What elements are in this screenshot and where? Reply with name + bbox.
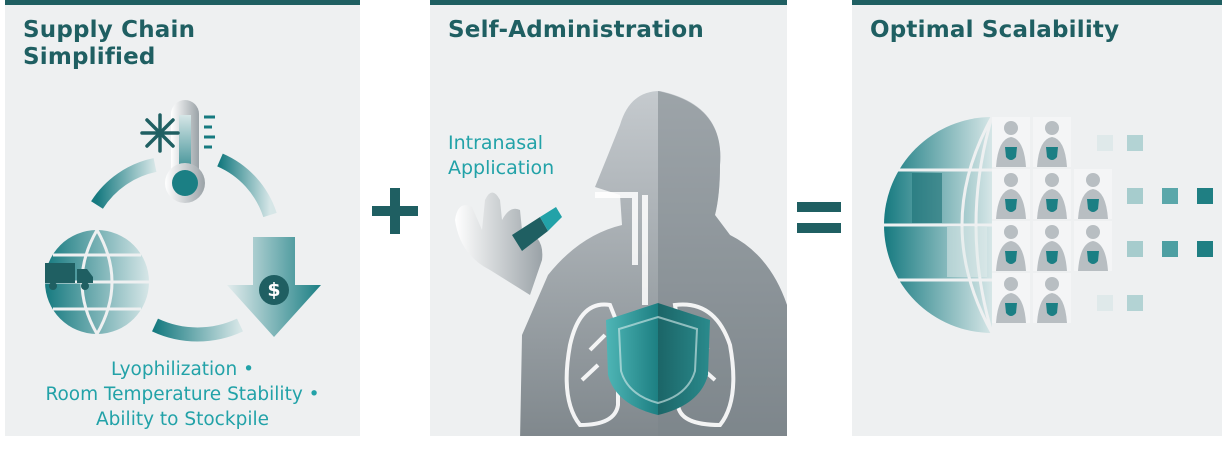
globe-population-icon [884,116,1213,334]
label-line: Application [448,157,555,179]
mini-person-icon [992,169,1030,219]
panel-title-supply-chain: Supply Chain Simplified [23,17,195,71]
cycle-arrows [91,153,277,342]
title-line: Self-Administration [448,17,704,43]
mini-person-icon [992,273,1030,323]
panel-title-optimal-scalability: Optimal Scalability [870,17,1119,44]
mini-person-icon [992,221,1030,271]
thermometer-icon [165,100,215,203]
caption-line: Ability to Stockpile [96,409,269,430]
price-down-arrow-icon [227,237,321,337]
lungs-icon [564,302,736,428]
mini-person-icon [1033,221,1071,271]
mini-person-icon [1074,221,1112,271]
title-line: Simplified [23,44,156,70]
mini-person-icon [1033,273,1071,323]
person-intranasal-shield-icon [455,91,787,436]
label-line: Intranasal [448,132,544,154]
equals-operator [797,202,841,234]
snowflake-icon [140,113,180,153]
mini-person-icon [992,117,1030,167]
mini-person-icon [1074,169,1112,219]
intranasal-label: Intranasal Application [448,131,554,181]
scale-square [1097,295,1113,311]
scale-square [1162,241,1178,257]
caption-line: Room Temperature Stability • [45,384,320,405]
mini-person-icon [1033,117,1071,167]
globe-icon [45,229,149,335]
scale-square [1197,188,1213,204]
title-line: Supply Chain [23,17,196,43]
supply-cycle-icon [45,100,321,342]
title-line: Optimal Scalability [870,17,1120,43]
scale-square [1127,188,1143,204]
shield-icon [606,303,710,415]
scale-square [1197,241,1213,257]
scale-square [1162,188,1178,204]
caption-line: Lyophilization • [110,359,255,380]
half-globe-icon [884,116,994,334]
truck-icon [45,263,93,290]
scale-square [1097,135,1113,151]
scale-square [1127,295,1143,311]
optimal-scalability-panel: Optimal Scalability [852,0,1222,436]
self-administration-panel: Self-Administration Intranas [430,0,787,436]
nasal-spray-icon [512,207,562,251]
people-grid-icon [992,117,1112,323]
dollar-symbol: $ [267,279,281,301]
supply-chain-caption: Lyophilization • Room Temperature Stabil… [5,357,360,432]
mini-person-icon [1033,169,1071,219]
scale-squares [1097,135,1213,311]
supply-chain-panel: Supply Chain Simplified [5,0,360,436]
scale-square [1127,135,1143,151]
scale-square [1127,241,1143,257]
hand-icon [455,192,543,295]
panel-title-self-administration: Self-Administration [448,17,704,44]
plus-operator [372,188,418,234]
